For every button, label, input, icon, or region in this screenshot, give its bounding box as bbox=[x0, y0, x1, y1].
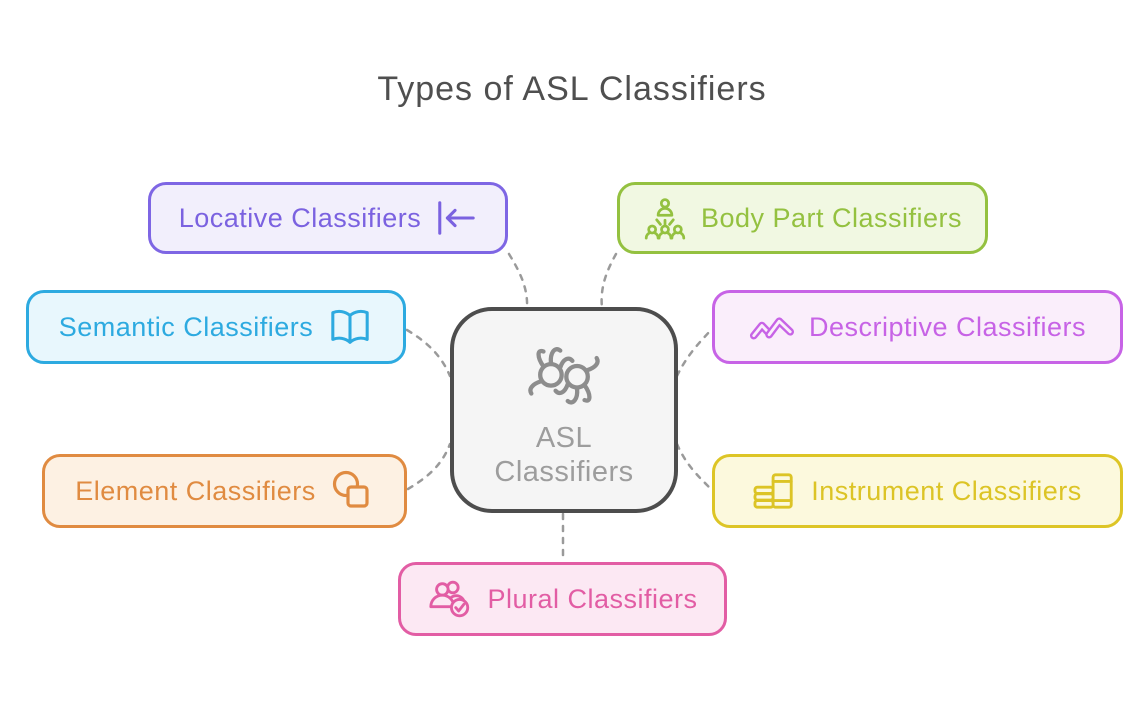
node-locative-classifiers: Locative Classifiers bbox=[148, 182, 508, 254]
circle-square-shapes-icon bbox=[330, 469, 374, 513]
sign-language-hands-icon bbox=[505, 331, 623, 415]
arrow-to-bar-left-icon bbox=[435, 198, 477, 238]
node-plural-classifiers: Plural Classifiers bbox=[398, 562, 727, 636]
node-body-part-classifiers: Body Part Classifiers bbox=[617, 182, 988, 254]
node-label: Plural Classifiers bbox=[487, 583, 698, 614]
node-semantic-classifiers: Semantic Classifiers bbox=[26, 290, 406, 364]
center-label: ASL Classifiers bbox=[494, 421, 634, 488]
users-check-icon bbox=[427, 577, 473, 621]
open-book-icon bbox=[327, 306, 373, 348]
books-stack-icon bbox=[753, 470, 797, 512]
people-hierarchy-icon bbox=[643, 195, 687, 241]
double-chevron-peaks-icon bbox=[749, 309, 795, 345]
connector-locative bbox=[507, 252, 529, 310]
node-label: Semantic Classifiers bbox=[58, 311, 314, 342]
node-asl-classifiers-center: ASL Classifiers bbox=[450, 307, 678, 513]
node-label: Descriptive Classifiers bbox=[808, 311, 1087, 342]
diagram-title: Types of ASL Classifiers bbox=[377, 70, 767, 108]
connector-element bbox=[406, 442, 452, 491]
connector-instrument bbox=[675, 442, 713, 491]
connector-body-part bbox=[600, 252, 618, 310]
node-label: Locative Classifiers bbox=[178, 202, 422, 233]
node-label: Body Part Classifiers bbox=[700, 202, 963, 233]
connector-descriptive bbox=[675, 328, 713, 378]
connector-semantic bbox=[405, 328, 452, 378]
node-instrument-classifiers: Instrument Classifiers bbox=[712, 454, 1123, 528]
node-label: Element Classifiers bbox=[75, 475, 316, 506]
node-element-classifiers: Element Classifiers bbox=[42, 454, 407, 528]
node-descriptive-classifiers: Descriptive Classifiers bbox=[712, 290, 1123, 364]
node-label: Instrument Classifiers bbox=[811, 475, 1082, 506]
